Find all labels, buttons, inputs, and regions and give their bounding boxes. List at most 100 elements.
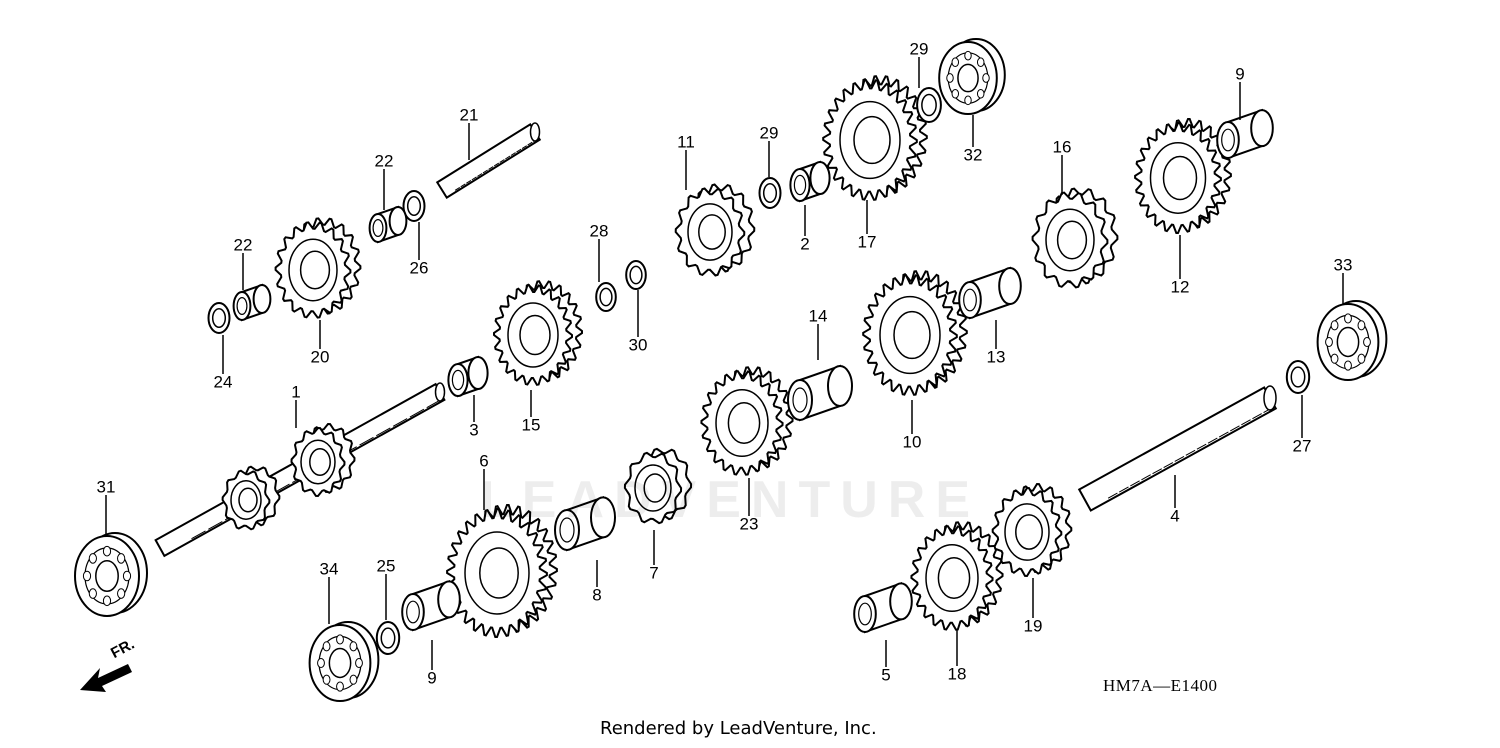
part-number-19[interactable]: 19 — [1023, 616, 1043, 636]
part-number-4[interactable]: 4 — [1170, 506, 1180, 526]
gear-7-hub — [634, 464, 672, 512]
gear-23-hub — [715, 388, 769, 458]
shift-shaft-spline — [471, 176, 477, 181]
gear-1b — [221, 465, 281, 531]
part-number-26[interactable]: 26 — [409, 258, 429, 278]
counter-shaft-spline — [1163, 462, 1174, 469]
part-number-10[interactable]: 10 — [902, 432, 922, 452]
shift-shaft-spline — [454, 186, 461, 191]
bearing-14 — [787, 364, 853, 422]
bearing-31-ball — [88, 588, 97, 599]
shift-shaft-spline — [505, 155, 511, 160]
bearing-32-ball — [951, 57, 960, 68]
bearing-33-ball — [1325, 336, 1333, 348]
part-number-8[interactable]: 8 — [592, 585, 602, 605]
gear-17-bore — [853, 115, 891, 165]
part-number-15[interactable]: 15 — [521, 415, 541, 435]
gear-17 — [822, 75, 928, 201]
bearing-32 — [938, 38, 1006, 115]
bearing-33-ball — [1363, 336, 1371, 348]
part-number-23[interactable]: 23 — [739, 514, 759, 534]
washer-24-inner — [211, 307, 227, 329]
part-number-18[interactable]: 18 — [947, 664, 967, 684]
part-number-11[interactable]: 11 — [677, 132, 695, 152]
shift-shaft-spline — [477, 173, 483, 177]
collar-2-bore — [793, 174, 807, 196]
part-number-12[interactable]: 12 — [1170, 277, 1190, 297]
part-number-9-upper[interactable]: 9 — [1235, 64, 1245, 84]
gear-1 — [290, 422, 356, 498]
shift-shaft-body — [435, 122, 542, 200]
part-number-17[interactable]: 17 — [857, 232, 877, 252]
part-number-9-lower[interactable]: 9 — [427, 668, 437, 688]
counter-shaft-spline — [1252, 413, 1262, 420]
main-shaft-spline — [392, 418, 408, 427]
part-number-6[interactable]: 6 — [479, 451, 489, 471]
bearing-9a — [401, 579, 461, 632]
bearing-13-end — [998, 267, 1022, 305]
part-number-29-left[interactable]: 29 — [759, 123, 779, 143]
gear-15 — [493, 280, 583, 386]
circlip-30-inner — [629, 265, 643, 285]
collar-5-bore — [858, 602, 872, 626]
part-number-3[interactable]: 3 — [469, 420, 479, 440]
part-number-30[interactable]: 30 — [628, 335, 648, 355]
gear-20-bore — [299, 250, 331, 290]
counter-shaft-spline — [1241, 419, 1251, 426]
part-number-2[interactable]: 2 — [800, 234, 810, 254]
part-number-32[interactable]: 32 — [963, 145, 983, 165]
gear-12 — [1134, 118, 1232, 234]
shift-shaft-spline — [466, 180, 472, 184]
bearing-31-ball — [122, 570, 132, 582]
gear-6-hub — [464, 531, 530, 615]
part-number-5[interactable]: 5 — [881, 665, 891, 685]
part-number-16[interactable]: 16 — [1052, 137, 1072, 157]
washer-29b-inner — [921, 93, 937, 117]
part-number-27[interactable]: 27 — [1292, 436, 1312, 456]
collar-3-end — [467, 356, 489, 390]
main-shaft-spline — [191, 530, 206, 540]
bearing-33-ball — [1357, 320, 1366, 331]
bearing-13 — [958, 266, 1022, 320]
gear-1b-hub — [230, 480, 262, 520]
part-number-21[interactable]: 21 — [459, 105, 479, 125]
bearing-31-ball — [82, 570, 92, 582]
bearing-32-ball — [946, 73, 954, 83]
part-number-34[interactable]: 34 — [319, 559, 339, 579]
gear-19 — [991, 482, 1073, 578]
collar-3 — [447, 355, 489, 398]
gear-6 — [446, 504, 558, 638]
counter-shaft-end — [1263, 385, 1277, 411]
gear-18-bore — [937, 556, 971, 600]
part-number-14[interactable]: 14 — [808, 306, 828, 326]
bearing-34-inner — [328, 647, 352, 679]
part-number-13[interactable]: 13 — [986, 347, 1006, 367]
part-number-29-right[interactable]: 29 — [909, 39, 929, 59]
counter-shaft-body — [1077, 386, 1278, 512]
gear-10-bore — [893, 310, 931, 360]
washer-27 — [1285, 360, 1311, 394]
part-number-22-lower[interactable]: 22 — [233, 235, 253, 255]
shift-shaft-spline — [460, 183, 466, 188]
part-number-22-upper[interactable]: 22 — [374, 151, 394, 171]
part-number-20[interactable]: 20 — [310, 347, 330, 367]
collar-3-bore — [451, 369, 465, 391]
part-number-7[interactable]: 7 — [649, 563, 659, 583]
washer-27-inner — [1290, 366, 1306, 388]
gear-7 — [623, 447, 693, 525]
gear-16 — [1031, 187, 1119, 289]
part-number-31[interactable]: 31 — [96, 477, 116, 497]
watermark-text: LEADVENTURE — [480, 471, 981, 529]
part-number-25[interactable]: 25 — [376, 556, 396, 576]
bearing-31-inner — [95, 560, 119, 592]
shift-shaft-spline — [482, 169, 488, 174]
bearing-31 — [74, 532, 148, 617]
shift-shaft-spline — [521, 145, 527, 149]
washer-26-inner — [406, 195, 422, 217]
part-number-33[interactable]: 33 — [1333, 255, 1353, 275]
bearing-9b-end — [1250, 109, 1274, 148]
part-number-28[interactable]: 28 — [589, 221, 609, 241]
main-shaft-spline — [208, 521, 223, 530]
part-number-24[interactable]: 24 — [213, 372, 233, 392]
part-number-1[interactable]: 1 — [291, 382, 301, 402]
